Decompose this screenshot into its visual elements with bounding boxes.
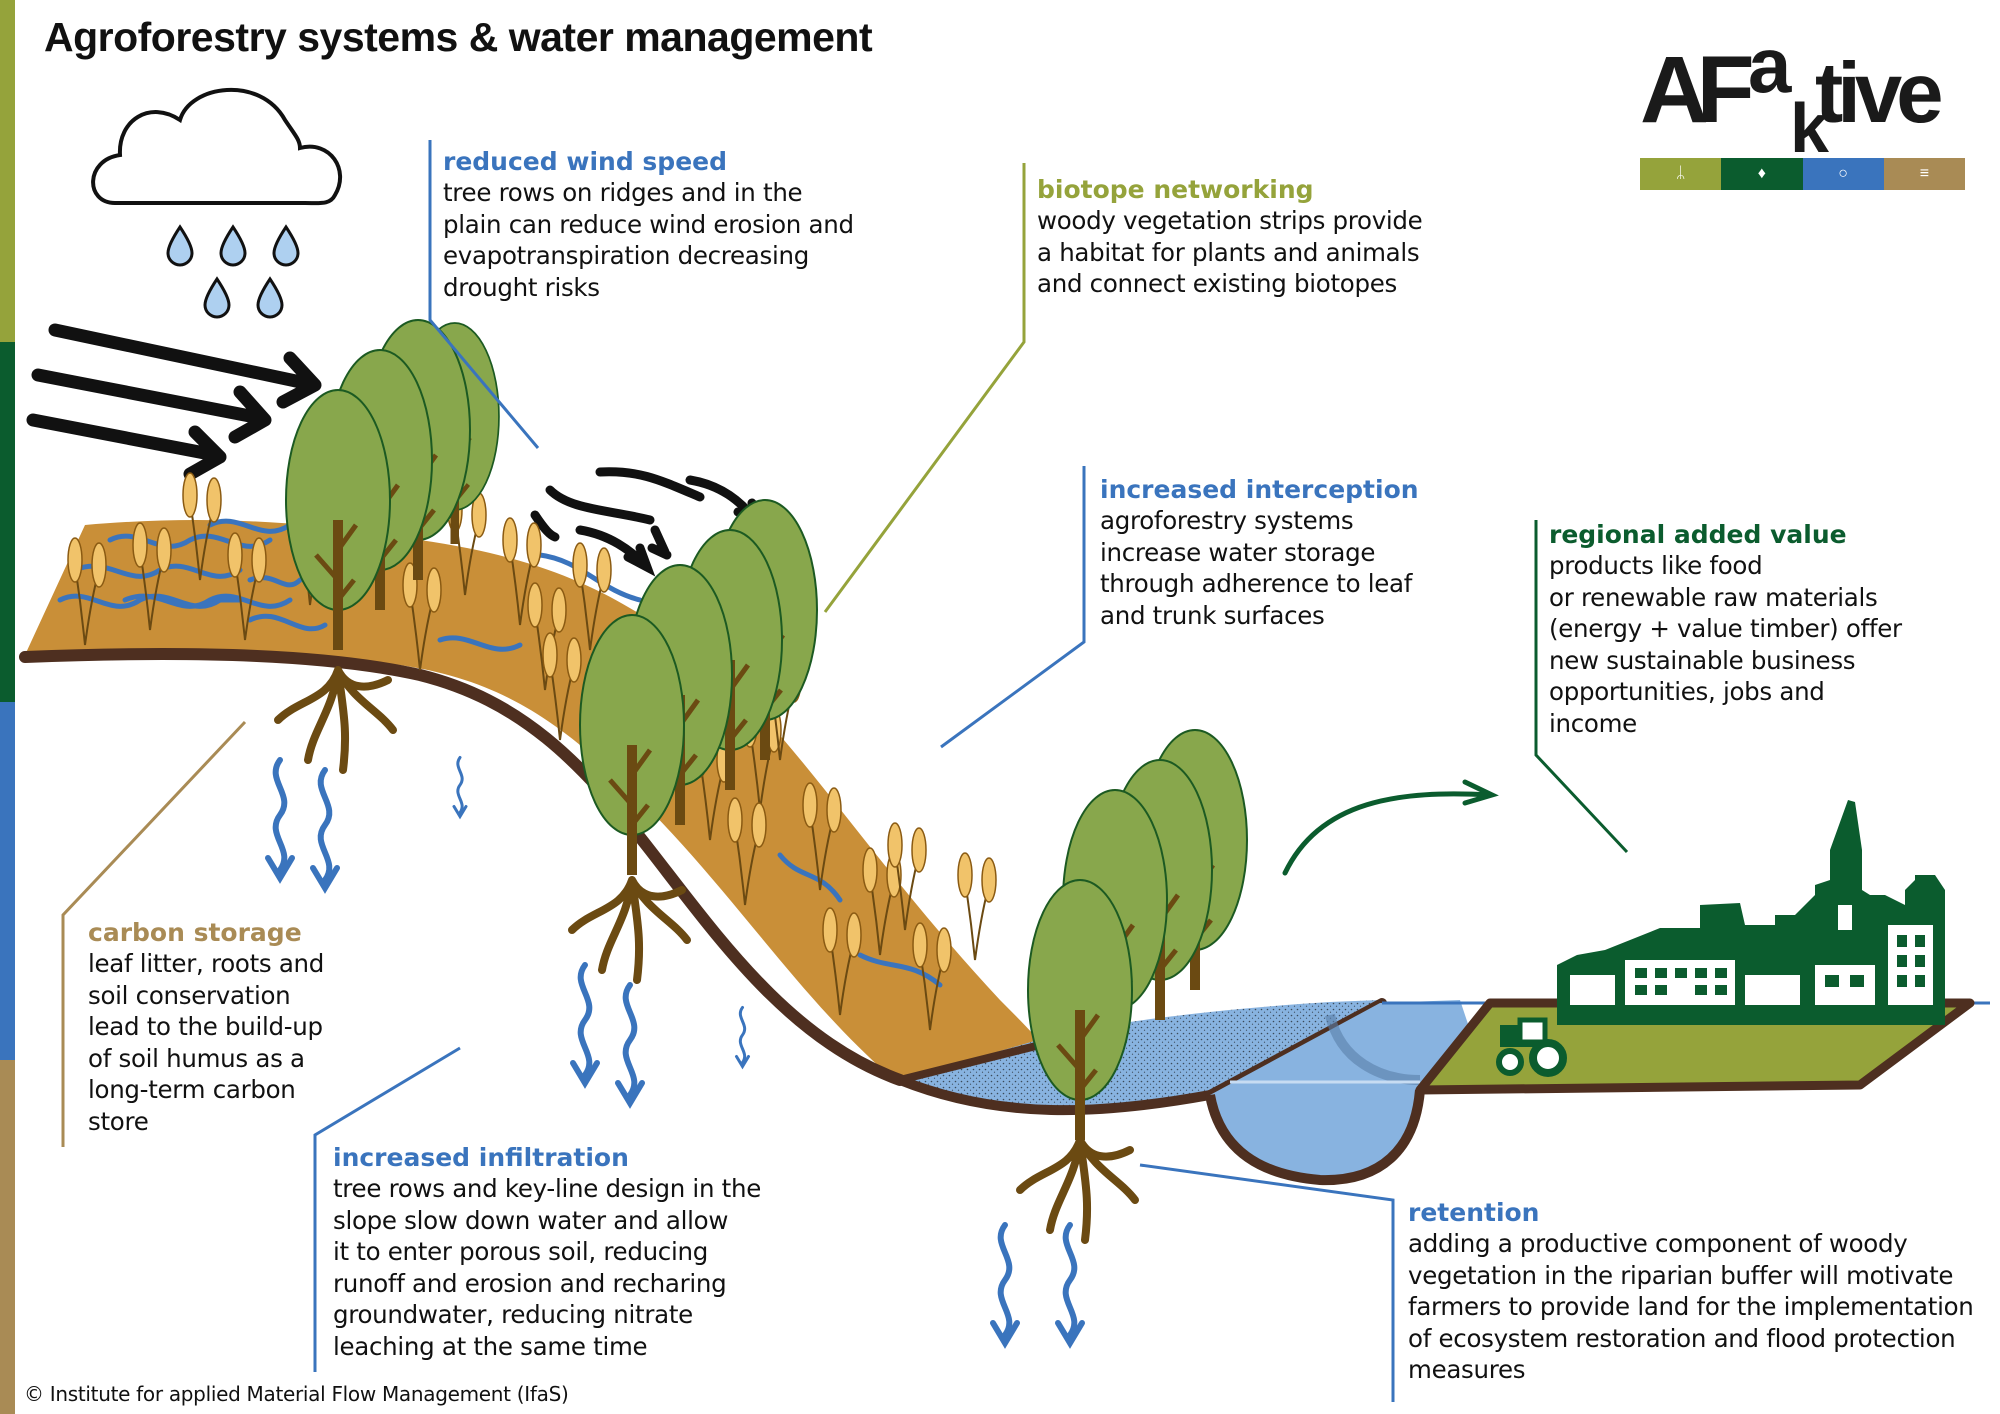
callout-increased-infiltration: increased infiltration tree rows and key… [333, 1142, 761, 1362]
callout-reduced-wind-speed: reduced wind speed tree rows on ridges a… [443, 146, 854, 303]
callout-heading: regional added value [1549, 520, 1847, 549]
callout-line: increase water storage [1100, 537, 1376, 567]
callout-heading: retention [1408, 1198, 1540, 1227]
callout-line: lead to the build-up [88, 1012, 323, 1041]
callout-line: drought risks [443, 272, 600, 302]
callout-line: leaching at the same time [333, 1331, 648, 1361]
rain-drop-icon [219, 225, 247, 267]
tree-roots [572, 880, 687, 980]
color-strip-olive [0, 0, 15, 342]
callout-line: through adherence to leaf [1100, 569, 1413, 598]
leaf-icon: ♦ [1721, 158, 1803, 190]
callout-heading: carbon storage [88, 918, 302, 947]
callout-line: adding a productive component of woody [1408, 1229, 1908, 1258]
callout-line: of soil humus as a [88, 1043, 305, 1073]
rain-drop-icon [272, 225, 300, 267]
tractor-icon [1496, 1017, 1567, 1077]
callout-line: agroforestry systems [1100, 506, 1354, 535]
color-strip-blue [0, 702, 15, 1060]
callout-retention: retention adding a productive component … [1408, 1197, 1974, 1386]
callout-line: opportunities, jobs and [1549, 677, 1825, 706]
callout-heading: increased infiltration [333, 1143, 629, 1172]
callout-heading: reduced wind speed [443, 147, 727, 176]
callout-line: tree rows and key-line design in the [333, 1174, 761, 1203]
callout-line: and connect existing biotopes [1037, 269, 1397, 298]
leader-retention [1139, 1163, 1395, 1402]
tree-roots [1020, 1140, 1135, 1240]
leader-interception [940, 466, 1086, 749]
callout-line: new sustainable business [1549, 645, 1856, 675]
svg-text:tive: tive [1815, 46, 1941, 141]
tree-roots [278, 670, 393, 770]
svg-text:AF: AF [1640, 37, 1752, 143]
callout-line: leaf litter, roots and [88, 949, 325, 978]
callout-line: soil conservation [88, 980, 291, 1010]
page-title: Agroforestry systems & water management [44, 14, 873, 60]
callout-line: products like food [1549, 551, 1763, 580]
leader-regional [1534, 520, 1629, 854]
leader-biotope [823, 163, 1026, 613]
callout-line: vegetation in the riparian buffer will m… [1408, 1260, 1954, 1290]
callout-line: or renewable raw materials [1549, 582, 1878, 612]
callout-line: farmers to provide land for the implemen… [1408, 1292, 1974, 1321]
callout-line: evapotranspiration decreasing [443, 241, 809, 270]
rain-drop-icon [256, 277, 284, 319]
callout-line: plain can reduce wind erosion and [443, 209, 854, 239]
cloud-icon [91, 87, 342, 206]
rain-drop-icon [166, 225, 194, 267]
callout-line: income [1549, 708, 1637, 738]
color-strip-dark-green [0, 342, 15, 702]
callout-line: slope slow down water and allow [333, 1205, 729, 1235]
svg-text:a: a [1748, 22, 1792, 109]
copyright-notice: © Institute for applied Material Flow Ma… [24, 1382, 569, 1406]
callout-line: and trunk surfaces [1100, 600, 1325, 630]
value-arrow [1282, 779, 1499, 876]
soil-slope [25, 520, 1060, 1085]
riparian-zone [900, 1000, 1380, 1111]
leader-infiltration [313, 1046, 461, 1372]
callout-line: woody vegetation strips provide [1037, 206, 1423, 235]
callout-heading: biotope networking [1037, 175, 1314, 204]
color-strip-tan [0, 1060, 15, 1414]
callout-increased-interception: increased interception agroforestry syst… [1100, 474, 1419, 631]
callout-line: tree rows on ridges and in the [443, 178, 803, 207]
callout-regional-added-value: regional added value products like food … [1549, 519, 1902, 739]
water-drop-icon: ○ [1802, 158, 1884, 190]
wheat-icon: ᛦ [1640, 158, 1722, 190]
logo-color-bar: ᛦ ♦ ○ ≡ [1640, 158, 1965, 190]
callout-line: (energy + value timber) offer [1549, 614, 1902, 643]
leader-wind [428, 140, 540, 449]
callout-line: long-term carbon [88, 1075, 296, 1104]
callout-line: measures [1408, 1355, 1526, 1384]
river [1210, 1000, 1490, 1181]
svg-text:k: k [1790, 89, 1829, 167]
soil-edge [19, 648, 906, 1086]
callout-line: groundwater, reducing nitrate [333, 1300, 693, 1329]
rain-drop-icon [203, 277, 231, 319]
callout-biotope-networking: biotope networking woody vegetation stri… [1037, 174, 1423, 300]
callout-line: runoff and erosion and recharing [333, 1268, 727, 1298]
soil-layers-icon: ≡ [1883, 158, 1965, 190]
callout-line: it to enter porous soil, reducing [333, 1237, 708, 1266]
callout-line: of ecosystem restoration and flood prote… [1408, 1323, 1956, 1353]
callout-line: a habitat for plants and animals [1037, 237, 1420, 267]
wind-arrows-strong [26, 323, 322, 481]
leader-carbon [61, 720, 247, 1147]
callout-line: store [88, 1106, 149, 1136]
callout-carbon-storage: carbon storage leaf litter, roots and so… [88, 917, 324, 1137]
callout-heading: increased interception [1100, 475, 1419, 504]
afaktive-logo: AF a k tive [1640, 22, 1947, 167]
